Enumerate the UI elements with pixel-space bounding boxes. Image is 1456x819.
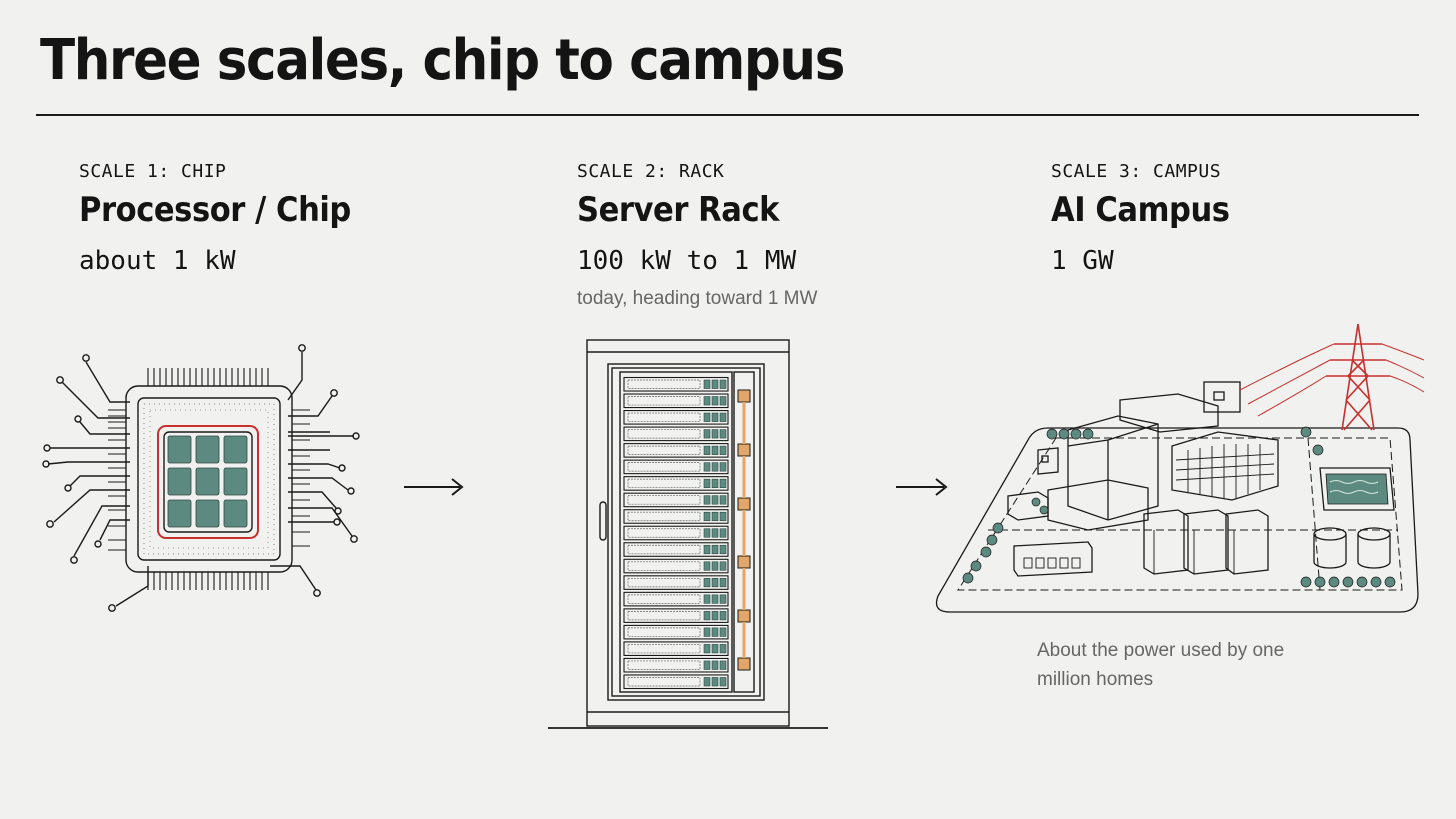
server-unit [623, 542, 729, 557]
server-unit [623, 558, 729, 574]
campus-icon [935, 323, 1425, 613]
scale-3-name: AI Campus [1051, 190, 1230, 230]
server-unit [623, 591, 729, 607]
server-unit [623, 376, 729, 392]
scale-3-label: SCALE 3: CAMPUS [1051, 161, 1222, 182]
server-unit [623, 575, 729, 590]
scale-1-power: about 1 kW [79, 246, 236, 276]
server-unit [623, 674, 729, 690]
scale-2-header: SCALE 2: RACK Server Rack 100 kW to 1 MW… [577, 160, 817, 312]
server-unit [623, 608, 729, 623]
scale-2-name: Server Rack [577, 190, 780, 230]
chip-icon [42, 344, 360, 612]
server-unit [623, 476, 729, 491]
scale-2-note: today, heading toward 1 MW [577, 288, 818, 309]
scale-1-name: Processor / Chip [79, 190, 351, 230]
server-unit [623, 426, 729, 442]
scale-3-power: 1 GW [1051, 246, 1114, 276]
server-unit [623, 624, 729, 640]
server-unit [623, 393, 729, 409]
server-unit [623, 641, 729, 656]
scale-3-note: About the power used by one million home… [1037, 640, 1285, 690]
server-unit [623, 509, 729, 524]
title-divider [36, 114, 1419, 116]
scale-2-power: 100 kW to 1 MW [577, 246, 797, 276]
server-unit [623, 657, 729, 673]
arrow-right-icon [896, 478, 948, 496]
server-unit [623, 492, 729, 508]
page-title: Three scales, chip to campus [40, 28, 845, 93]
scale-1-header: SCALE 1: CHIP Processor / Chip about 1 k… [79, 160, 381, 278]
scale-3-header: SCALE 3: CAMPUS AI Campus 1 GW [1051, 160, 1249, 278]
arrow-right-icon [404, 478, 464, 496]
server-unit [623, 410, 729, 425]
server-unit [623, 459, 729, 475]
server-unit [623, 525, 729, 541]
server-rack-icon [548, 339, 828, 729]
server-unit [623, 443, 729, 458]
scale-1-label: SCALE 1: CHIP [79, 161, 227, 182]
transmission-tower-icon [1239, 323, 1425, 431]
scale-2-label: SCALE 2: RACK [577, 161, 725, 182]
